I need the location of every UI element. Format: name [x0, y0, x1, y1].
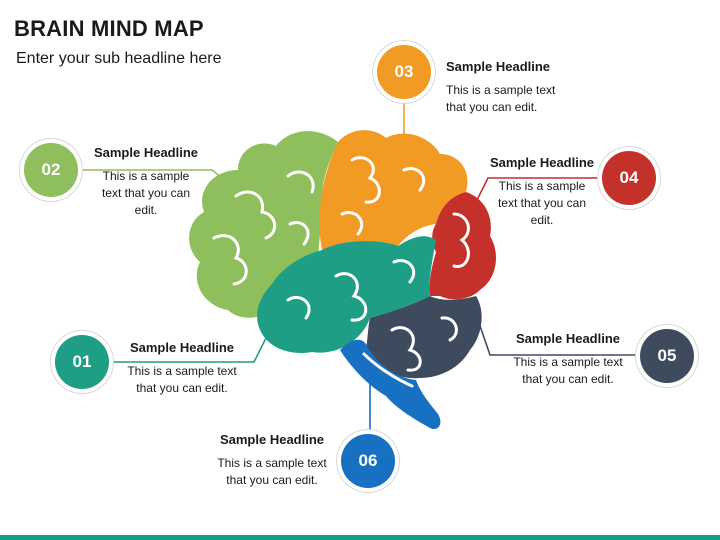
body-text-04: This is a sample text that you can edit.	[497, 179, 587, 227]
badge-03-number: 03	[394, 62, 414, 81]
headline-01: Sample Headline	[129, 340, 235, 355]
badge-05-number: 05	[657, 346, 677, 365]
text-block-03: Sample Headline This is a sample text th…	[446, 59, 576, 116]
connector-04	[475, 177, 602, 203]
footer-bar	[0, 535, 720, 540]
badge-04: 04	[602, 151, 656, 205]
page-subtitle: Enter your sub headline here	[16, 50, 222, 67]
page-title: BRAIN MIND MAP	[14, 16, 204, 41]
badge-03: 03	[377, 45, 431, 99]
body-text-03: This is a sample text that you can edit.	[446, 83, 556, 114]
text-block-01: Sample Headline This is a sample text th…	[122, 340, 242, 397]
text-block-06: Sample Headline This is a sample text th…	[210, 432, 334, 489]
headline-06: Sample Headline	[219, 432, 325, 447]
body-text-02: This is a sample text that you can edit.	[101, 169, 191, 217]
brain-lobe-03	[319, 130, 468, 254]
badge-06: 06	[341, 434, 395, 488]
badge-06-number: 06	[358, 451, 378, 470]
connector-05	[477, 319, 640, 356]
body-text-01: This is a sample text that you can edit.	[127, 364, 237, 395]
badge-02-number: 02	[41, 160, 61, 179]
headline-03: Sample Headline	[446, 59, 551, 74]
body-text-06: This is a sample text that you can edit.	[217, 456, 327, 487]
text-block-02: Sample Headline This is a sample text th…	[88, 145, 204, 219]
headline-04: Sample Headline	[489, 155, 595, 170]
brain-lobe-01	[257, 236, 436, 354]
brain-lobe-06	[340, 339, 441, 430]
badge-04-number: 04	[619, 168, 639, 187]
text-block-05: Sample Headline This is a sample text th…	[506, 331, 630, 388]
body-text-05: This is a sample text that you can edit.	[513, 355, 623, 386]
text-block-04: Sample Headline This is a sample text th…	[483, 155, 601, 229]
brain-lobe-02	[189, 131, 338, 318]
brain-lobe-05	[366, 296, 482, 379]
headline-02: Sample Headline	[93, 145, 199, 160]
badge-05: 05	[640, 329, 694, 383]
badge-01-number: 01	[72, 352, 92, 371]
badge-01: 01	[55, 335, 109, 389]
brain-lobe-04	[429, 192, 496, 300]
badge-02: 02	[24, 143, 78, 197]
headline-05: Sample Headline	[515, 331, 621, 346]
